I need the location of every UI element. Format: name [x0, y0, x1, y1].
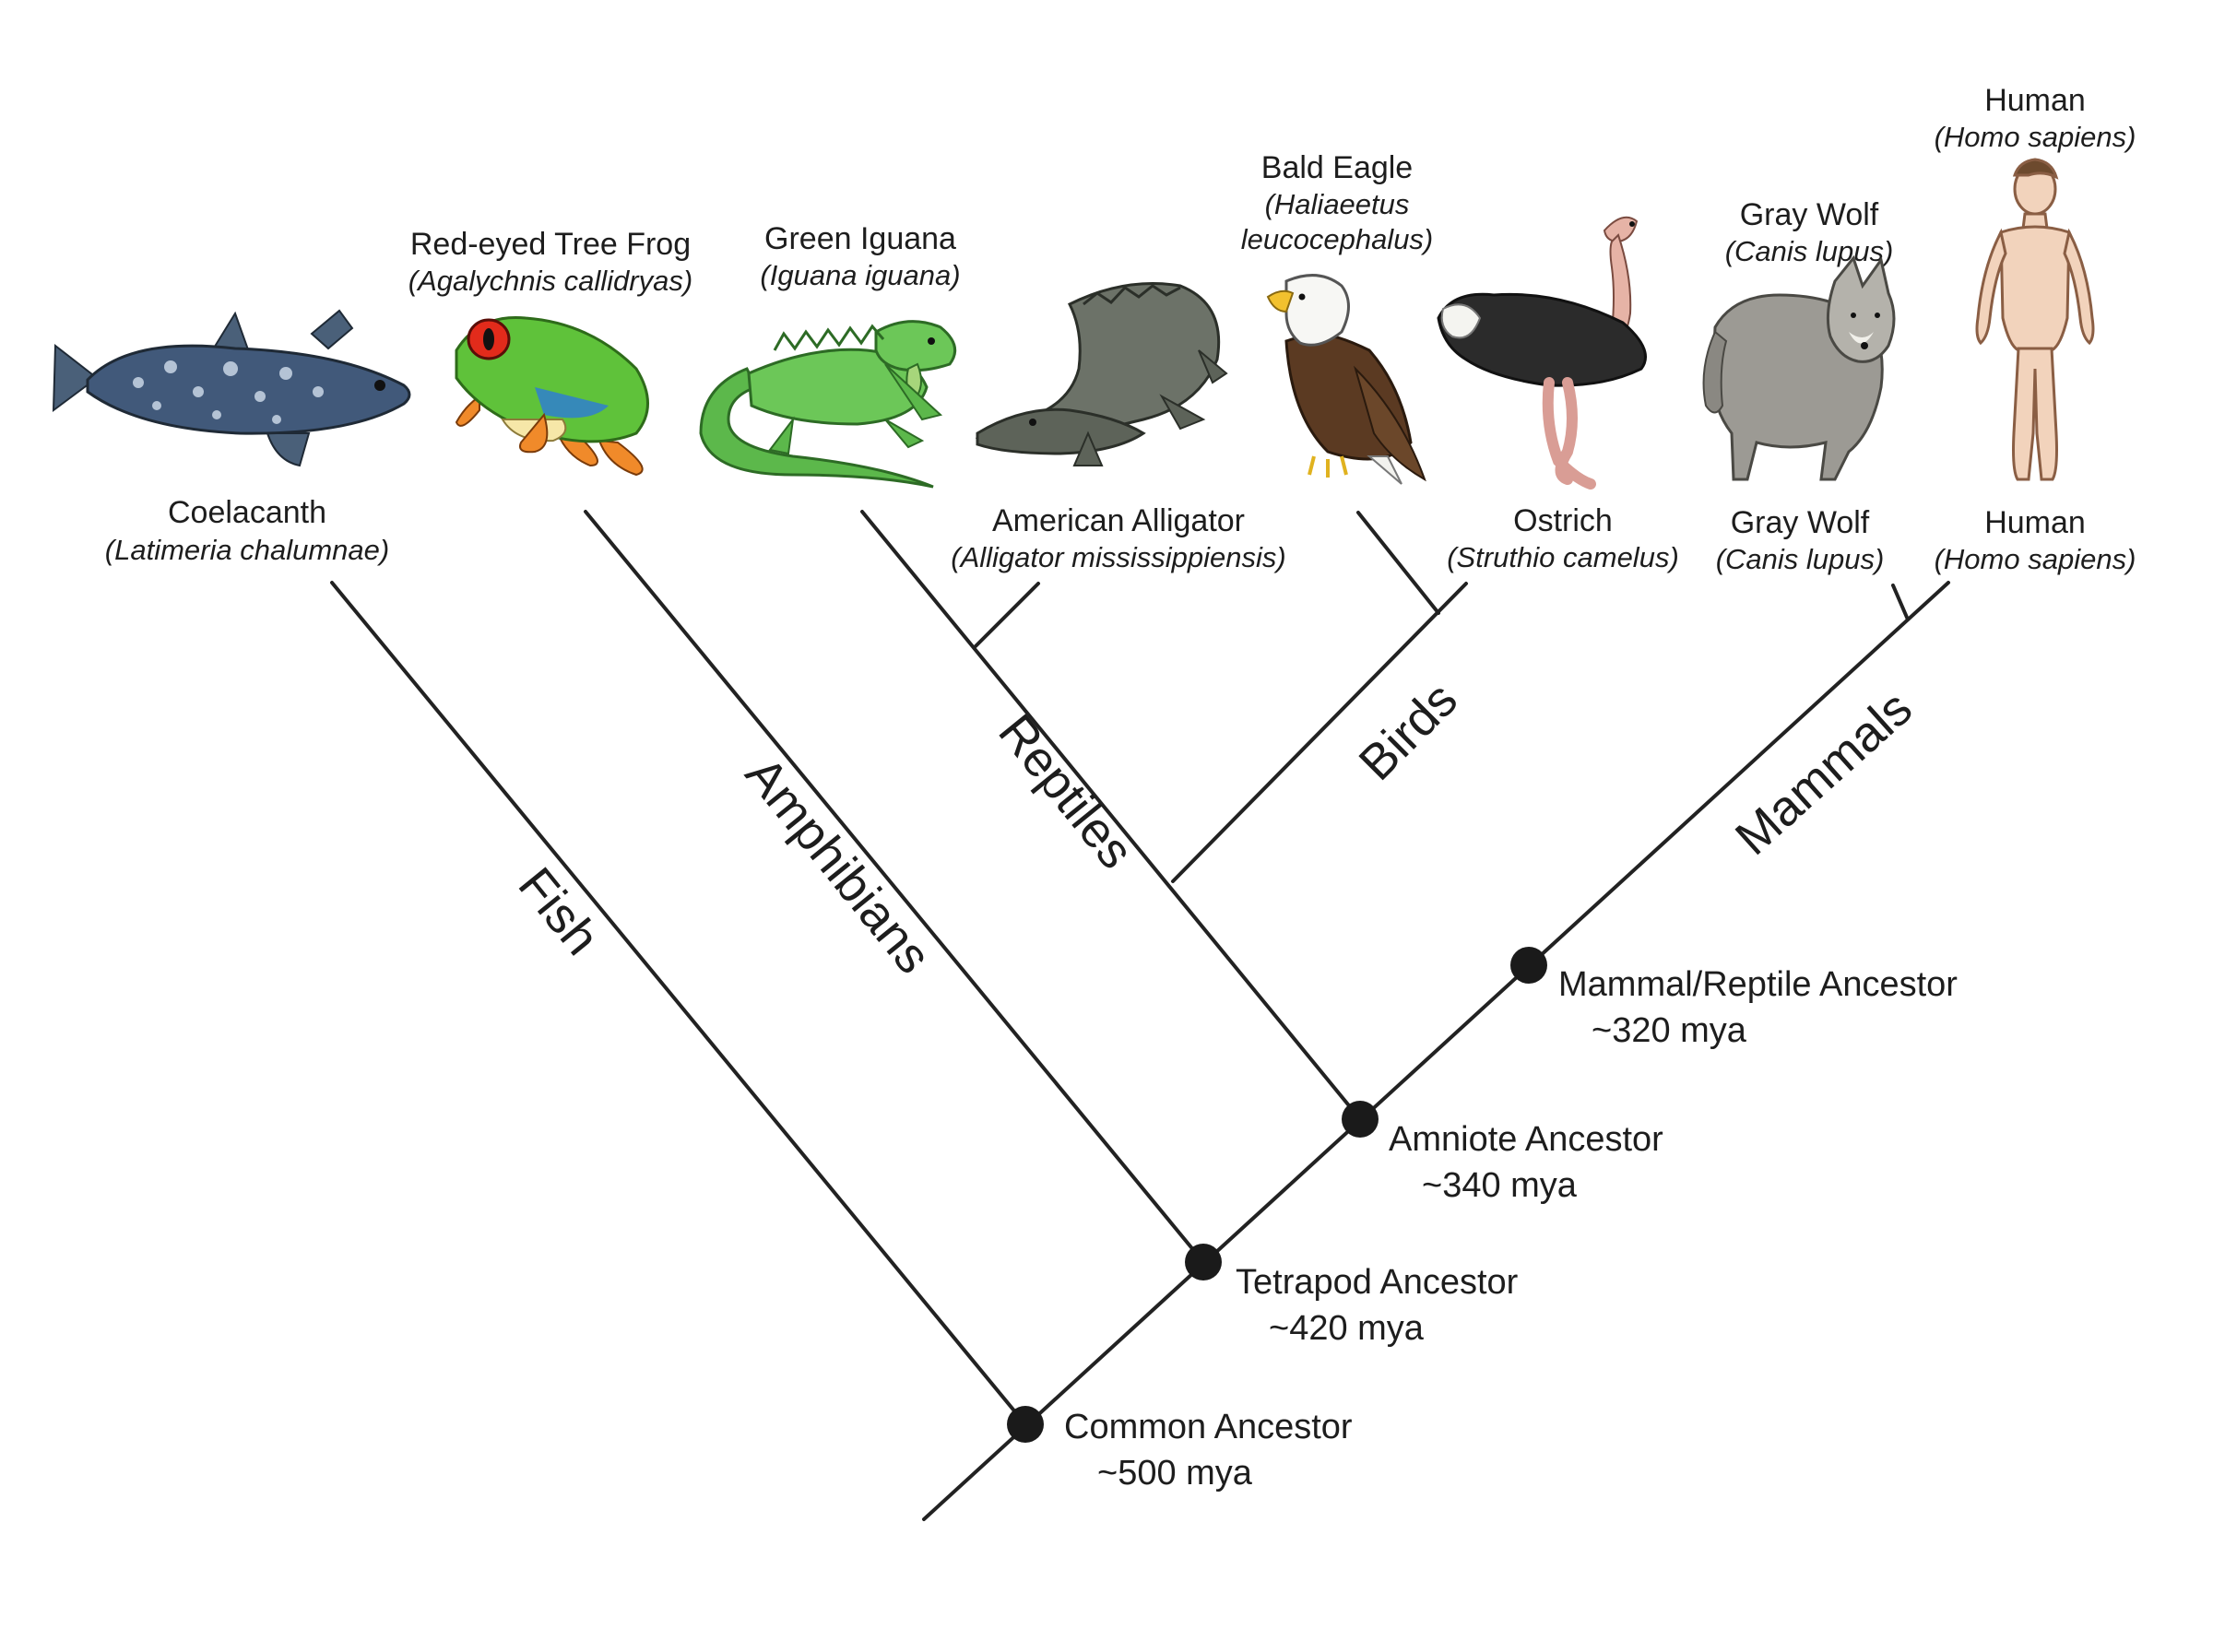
eagle-scientific-name-line2: leucocephalus) [1241, 223, 1434, 255]
clade-labels: Fish Amphibians Reptiles Birds Mammals [508, 672, 1923, 985]
human-twig [1891, 584, 1910, 621]
clade-birds: Birds [1349, 672, 1468, 791]
alligator-icon [975, 282, 1228, 466]
tetrapod-ancestor-name: Tetrapod Ancestor [1236, 1263, 1519, 1302]
ostrich-icon [1437, 216, 1647, 490]
eagle-common-name: Bald Eagle [1261, 150, 1413, 185]
human-bottom-common-name: Human [1984, 505, 2086, 540]
tree-branches [330, 510, 1950, 1521]
human-top-scientific-name: (Homo sapiens) [1935, 121, 2136, 153]
human-bottom-scientific-name: (Homo sapiens) [1935, 543, 2136, 575]
species-labels: Coelacanth (Latimeria chalumnae) Red-eye… [105, 83, 2136, 575]
tree-frog-icon [455, 315, 649, 477]
common-ancestor-age: ~500 mya [1097, 1454, 1253, 1493]
alligator-scientific-name: (Alligator mississippiensis) [951, 541, 1285, 573]
iguana-icon [699, 320, 957, 489]
tetrapod-ancestor-age: ~420 mya [1269, 1309, 1425, 1348]
clade-amphibians: Amphibians [735, 747, 941, 984]
human-icon [1975, 158, 2095, 481]
mammal-reptile-ancestor-node [1510, 947, 1547, 984]
wolf-top-common-name: Gray Wolf [1740, 197, 1879, 232]
node-labels: Common Ancestor ~500 mya Tetrapod Ancest… [1064, 965, 1958, 1493]
amphibian-branch [584, 510, 1205, 1264]
amniote-ancestor-age: ~340 mya [1422, 1166, 1578, 1205]
birds-branch [1171, 582, 1468, 883]
amniote-ancestor-node [1342, 1101, 1379, 1138]
mammal-reptile-ancestor-age: ~320 mya [1592, 1011, 1747, 1050]
coelacanth-icon [52, 309, 411, 467]
iguana-scientific-name: (Iguana iguana) [760, 259, 960, 291]
eagle-twig [1356, 511, 1440, 615]
clade-fish: Fish [508, 857, 610, 965]
illustrations [52, 158, 2095, 490]
common-ancestor-node [1007, 1406, 1044, 1443]
tetrapod-ancestor-node [1185, 1244, 1222, 1280]
amniote-ancestor-name: Amniote Ancestor [1389, 1120, 1663, 1159]
ancestor-nodes [1007, 947, 1547, 1443]
trunk-line [922, 581, 1950, 1521]
coelacanth-common-name: Coelacanth [168, 495, 326, 530]
wolf-bottom-scientific-name: (Canis lupus) [1716, 543, 1885, 575]
eagle-scientific-name-line1: (Haliaeetus [1265, 188, 1410, 220]
bald-eagle-icon [1266, 274, 1426, 485]
ostrich-scientific-name: (Struthio camelus) [1447, 541, 1679, 573]
frog-common-name: Red-eyed Tree Frog [410, 227, 691, 262]
ostrich-common-name: Ostrich [1513, 503, 1613, 538]
fish-branch [330, 581, 1027, 1426]
gray-wolf-icon [1702, 254, 1896, 481]
clade-reptiles: Reptiles [988, 704, 1143, 879]
clade-mammals: Mammals [1725, 680, 1923, 866]
human-top-common-name: Human [1984, 83, 2086, 118]
alligator-twig [974, 582, 1040, 648]
wolf-bottom-common-name: Gray Wolf [1731, 505, 1870, 540]
common-ancestor-name: Common Ancestor [1064, 1408, 1353, 1446]
frog-scientific-name: (Agalychnis callidryas) [408, 265, 692, 297]
iguana-common-name: Green Iguana [764, 221, 956, 256]
mammal-reptile-ancestor-name: Mammal/Reptile Ancestor [1558, 965, 1958, 1004]
coelacanth-scientific-name: (Latimeria chalumnae) [105, 534, 389, 566]
wolf-top-scientific-name: (Canis lupus) [1725, 235, 1894, 267]
alligator-common-name: American Alligator [992, 503, 1245, 538]
reptile-branch [860, 510, 1362, 1121]
